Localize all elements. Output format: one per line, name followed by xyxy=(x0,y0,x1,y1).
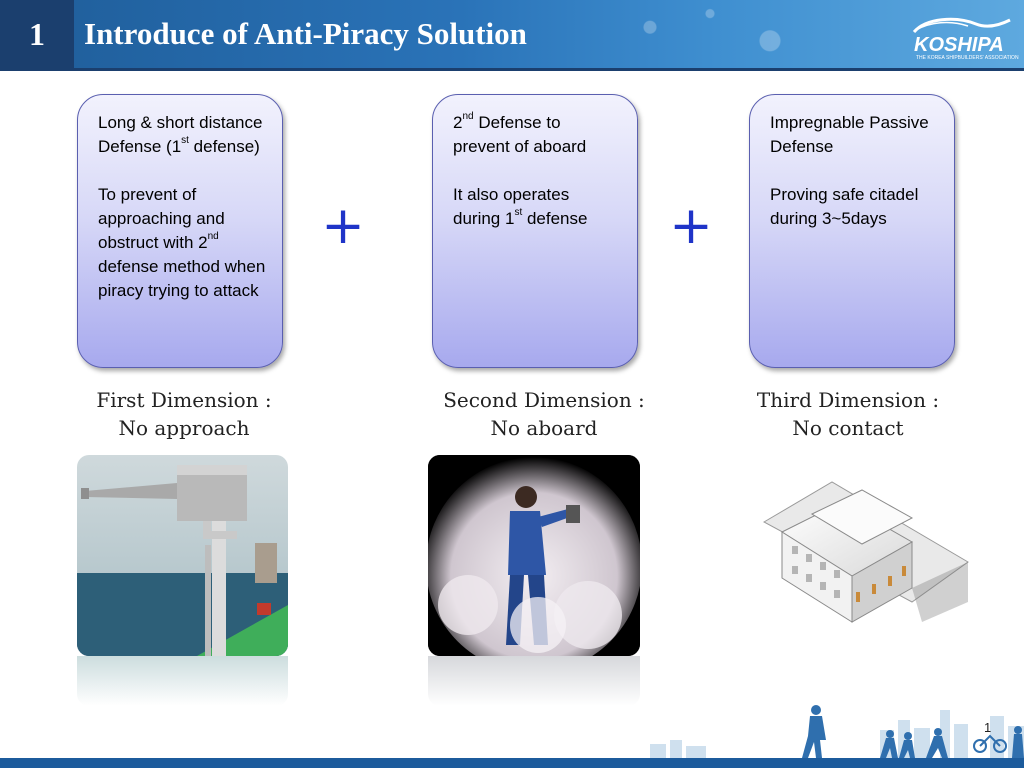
box1-text: Long & short distance Defense (1 xyxy=(98,113,263,156)
acoustic-device-reflection xyxy=(77,656,288,706)
caption-subtitle: No approach xyxy=(118,416,250,440)
header-divider xyxy=(0,68,1024,71)
box2-paragraph2: It also operates during 1st defense xyxy=(453,183,621,231)
box1-paragraph1: Long & short distance Defense (1st defen… xyxy=(98,111,266,159)
slide-header: 1 Introduce of Anti-Piracy Solution KOSH… xyxy=(0,0,1024,68)
footer-bar xyxy=(0,758,1024,768)
citadel-model-image xyxy=(762,462,970,634)
header-pattern xyxy=(560,0,860,68)
slide-number: 1 xyxy=(0,0,74,68)
box2-superscript: st xyxy=(514,207,523,219)
caption-title: First Dimension : xyxy=(96,388,272,412)
third-dimension-caption: Third Dimension : No contact xyxy=(718,386,978,442)
page-number: 1 xyxy=(984,720,992,735)
slide-title: Introduce of Anti-Piracy Solution xyxy=(84,16,527,51)
plus-icon: + xyxy=(321,196,365,256)
first-dimension-box: Long & short distance Defense (1st defen… xyxy=(77,94,283,368)
acoustic-device-image xyxy=(77,455,288,656)
smoke-defense-reflection xyxy=(428,656,640,706)
logo-wordmark: KOSHIPA xyxy=(914,34,1004,56)
box1-text: defense method when piracy trying to att… xyxy=(98,257,266,300)
smoke-defense-image xyxy=(428,455,640,656)
plus-icon: + xyxy=(669,196,713,256)
box1-superscript: nd xyxy=(207,231,219,243)
box1-paragraph2: To prevent of approaching and obstruct w… xyxy=(98,183,266,303)
caption-subtitle: No contact xyxy=(792,416,904,440)
box2-paragraph1: 2nd Defense to prevent of aboard xyxy=(453,111,621,159)
box1-superscript: st xyxy=(181,135,189,147)
box2-text: Defense to prevent of aboard xyxy=(453,113,587,156)
box1-text: defense) xyxy=(188,137,260,156)
box3-paragraph1: Impregnable Passive Defense xyxy=(770,113,929,156)
box2-text: It also operates during 1 xyxy=(453,185,570,228)
third-dimension-box: Impregnable Passive Defense Proving safe… xyxy=(749,94,955,368)
second-dimension-caption: Second Dimension : No aboard xyxy=(414,386,674,442)
koshipa-logo-icon: KOSHIPA THE KOREA SHIPBUILDERS' ASSOCIAT… xyxy=(906,14,1019,62)
second-dimension-box: 2nd Defense to prevent of aboard It also… xyxy=(432,94,638,368)
first-dimension-caption: First Dimension : No approach xyxy=(54,386,314,442)
box2-text: defense xyxy=(522,209,588,228)
box3-paragraph2: Proving safe citadel during 3~5days xyxy=(770,185,919,228)
caption-title: Second Dimension : xyxy=(443,388,645,412)
box2-text: 2 xyxy=(453,113,463,132)
logo-tagline: THE KOREA SHIPBUILDERS' ASSOCIATION xyxy=(916,55,1019,61)
caption-title: Third Dimension : xyxy=(756,388,940,412)
box2-superscript: nd xyxy=(462,111,474,123)
skyline-people-icon xyxy=(640,700,1024,758)
caption-subtitle: No aboard xyxy=(490,416,598,440)
box1-text: To prevent of approaching and obstruct w… xyxy=(98,185,225,252)
